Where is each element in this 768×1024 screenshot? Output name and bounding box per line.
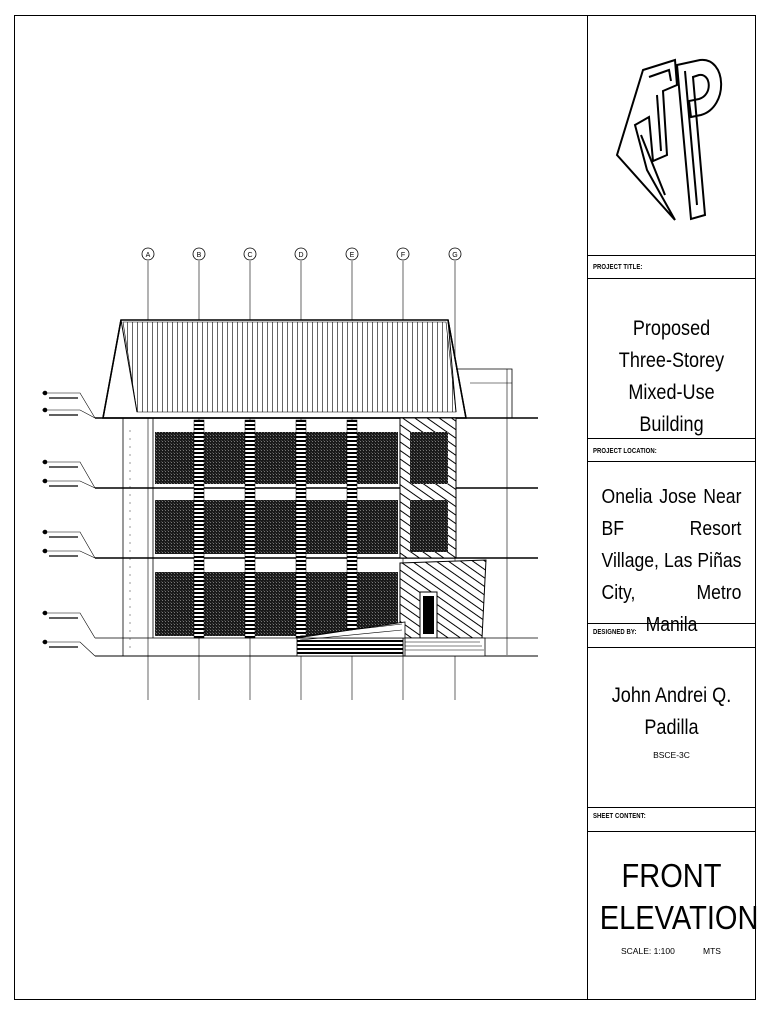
grid-label: A xyxy=(146,252,151,259)
window-panel xyxy=(357,432,398,484)
window-panel xyxy=(255,432,296,484)
level-marker-dot xyxy=(42,478,48,484)
window-panel xyxy=(306,432,347,484)
title-block-rule xyxy=(587,623,756,624)
designer-name: John Andrei Q. Padilla xyxy=(601,680,741,744)
grid-bubble xyxy=(396,247,410,261)
units-label: MTS xyxy=(703,946,721,956)
title-block-rule xyxy=(587,807,756,808)
window-panel xyxy=(357,500,398,554)
window-panel xyxy=(255,500,296,554)
grid-label: C xyxy=(247,252,252,259)
window-panel xyxy=(155,572,194,636)
sheet-title-line: FRONT xyxy=(621,857,722,894)
column-strip xyxy=(295,419,307,639)
window-panel xyxy=(155,500,194,554)
title-block-rule xyxy=(587,461,756,462)
window-panel xyxy=(255,572,296,636)
sheet-content-label: SHEET CONTENT: xyxy=(593,813,646,820)
project-title-line: Three-Storey xyxy=(618,349,725,372)
designer-course: BSCE-3C xyxy=(653,750,690,760)
level-marker-dot xyxy=(42,390,48,396)
grid-bubble xyxy=(141,247,155,261)
title-block-rule xyxy=(587,255,756,256)
project-title-line: Proposed xyxy=(632,317,711,340)
grid-label: F xyxy=(401,252,405,259)
title-block-rule xyxy=(587,278,756,279)
level-marker-leader xyxy=(42,612,96,639)
level-marker-leader xyxy=(42,641,96,657)
scale-label: SCALE: 1:100 xyxy=(621,946,675,956)
grid-bubble xyxy=(294,247,308,261)
project-location: Onelia Jose Near BF Resort Village, Las … xyxy=(601,486,742,636)
grid-label: D xyxy=(298,252,303,259)
level-marker-leader xyxy=(42,461,96,489)
window-panel xyxy=(306,572,347,636)
window-panel xyxy=(155,432,194,484)
grid-bubble xyxy=(192,247,206,261)
grid-label: B xyxy=(197,252,202,259)
level-marker-dot xyxy=(42,639,48,645)
roof-cladding xyxy=(122,321,457,413)
project-title-label: PROJECT TITLE: xyxy=(593,264,643,271)
project-title-line: Mixed-Use Building xyxy=(628,381,715,436)
project-location-label: PROJECT LOCATION: xyxy=(593,448,657,455)
jp-monogram-logo-icon xyxy=(615,58,723,221)
window-panel xyxy=(204,572,245,636)
column-strip xyxy=(193,419,205,639)
drawing-sheet-border xyxy=(14,15,756,1000)
level-marker-dot xyxy=(42,529,48,535)
sheet-title: FRONT ELEVATION xyxy=(599,855,759,939)
title-block-divider xyxy=(587,15,588,1000)
grid-bubble xyxy=(345,247,359,261)
front-elevation-drawing: A B C D E F G xyxy=(42,247,538,700)
title-block-rule xyxy=(587,831,756,832)
window-panel xyxy=(204,432,245,484)
level-marker-leader xyxy=(42,550,96,559)
grid-bubble xyxy=(243,247,257,261)
designer-name-line: Padilla xyxy=(644,716,699,739)
level-marker-leader xyxy=(42,480,96,489)
level-marker-leader xyxy=(42,531,96,559)
project-title: Proposed Three-Storey Mixed-Use Building xyxy=(601,313,741,441)
level-marker-leader xyxy=(42,392,96,419)
title-block-rule xyxy=(587,647,756,648)
designed-by-label: DESIGNED BY: xyxy=(593,629,637,636)
level-marker-dot xyxy=(42,459,48,465)
designer-name-line: John Andrei Q. xyxy=(611,684,732,707)
title-block-rule xyxy=(587,438,756,439)
sheet-title-line: ELEVATION xyxy=(599,899,759,936)
window-panel xyxy=(204,500,245,554)
level-marker-dot xyxy=(42,610,48,616)
level-marker-dot xyxy=(42,548,48,554)
window-panel xyxy=(306,500,347,554)
level-marker-dot xyxy=(42,407,48,413)
column-strip xyxy=(346,419,358,639)
level-marker-leader xyxy=(42,409,96,419)
grid-label: E xyxy=(350,252,355,259)
grid-label: G xyxy=(452,252,457,259)
column-strip xyxy=(244,419,256,639)
grid-bubble xyxy=(448,247,462,261)
